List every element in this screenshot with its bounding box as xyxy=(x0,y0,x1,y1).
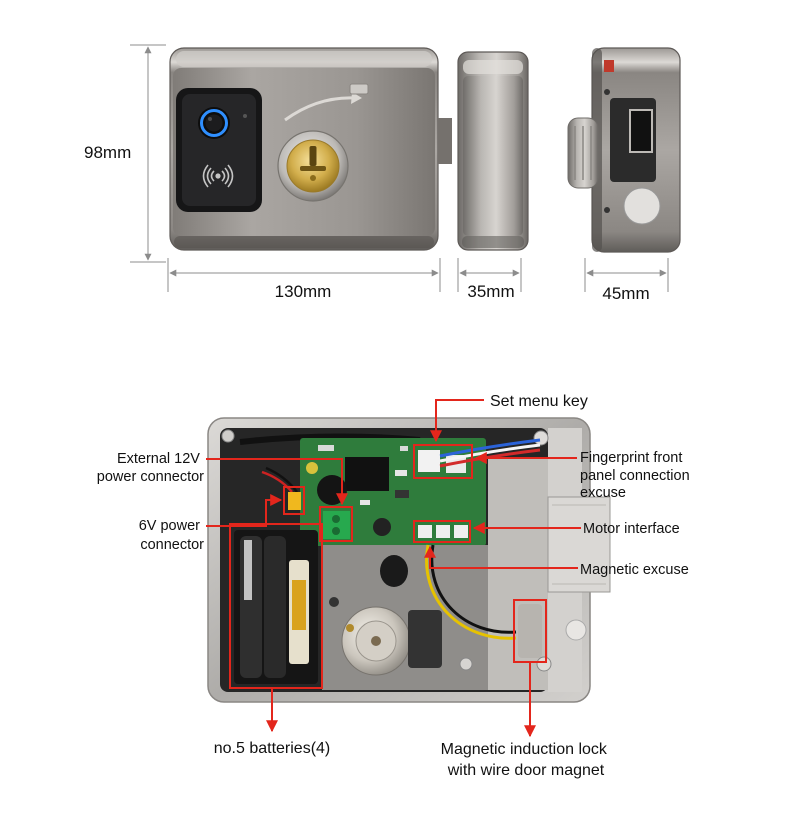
batteries-label: no.5 batteries(4) xyxy=(214,740,331,757)
magnet-wires xyxy=(425,544,517,640)
key-cylinder-icon xyxy=(277,130,349,202)
annotation-magnetic-excuse: Magnetic excuse xyxy=(424,545,689,578)
motor-interface-label: Motor interface xyxy=(583,521,680,537)
svg-text:Fingerprint front panel: Fingerprint front panel connection excus… xyxy=(580,450,694,501)
external-12v-label-line2: power connector xyxy=(97,469,204,485)
mounting-hole xyxy=(380,555,408,587)
fingerprint-panel-label-line3: excuse xyxy=(580,485,626,501)
external-12v-label-line1: External 12V xyxy=(117,451,200,467)
magnetic-excuse-label: Magnetic excuse xyxy=(580,562,689,578)
screw-icon xyxy=(533,430,549,446)
terminal-block-12v xyxy=(323,511,350,539)
magnetic-lock-label-line1: Magnetic induction lock xyxy=(441,741,608,758)
connector-6v xyxy=(261,466,301,510)
dimension-height: 98mm xyxy=(84,44,166,263)
6v-power-label-line1: 6V power xyxy=(139,518,200,534)
svg-text:Magnetic induction lock: Magnetic induction lock with wire door m… xyxy=(441,741,612,779)
fingerprint-panel-label-line2: panel connection xyxy=(580,468,690,484)
dimension-side-depth-label: 35mm xyxy=(467,282,514,301)
annotation-external-12v: External 12V power connector xyxy=(97,451,353,542)
dimension-side-depth: 35mm xyxy=(457,258,522,301)
fingerprint-sensor-icon xyxy=(198,107,230,139)
motor xyxy=(341,606,411,676)
annotation-set-menu-key: Set menu key xyxy=(430,393,588,443)
front-top-bevel xyxy=(176,51,432,67)
battery-pack xyxy=(234,530,318,684)
status-led-icon xyxy=(243,114,247,118)
rfid-card-icon xyxy=(202,164,234,188)
dimension-height-label: 98mm xyxy=(84,143,131,162)
side-view xyxy=(457,51,529,251)
motor-connector xyxy=(418,525,432,538)
magnetic-lock-label-line2: with wire door magnet xyxy=(447,762,605,779)
annotation-6v-power: 6V power connector xyxy=(139,486,305,553)
front-bottom-shade xyxy=(174,236,434,248)
magnet xyxy=(518,604,542,658)
annotation-fingerprint-panel: Fingerprint front panel connection excus… xyxy=(413,444,694,501)
mounting-hole xyxy=(329,597,339,607)
dimension-front-width: 130mm xyxy=(167,258,441,301)
6v-power-label-line2: connector xyxy=(140,537,204,553)
lock-bolt xyxy=(547,496,611,593)
svg-text:External 12V power conne: External 12V power connector xyxy=(97,451,204,485)
screw-icon xyxy=(221,429,235,443)
latch-bolt-stub xyxy=(438,118,452,164)
set-menu-key-label: Set menu key xyxy=(490,393,588,410)
gear-housing xyxy=(408,610,442,668)
motor-connector xyxy=(436,525,450,538)
end-view xyxy=(567,47,681,253)
fingerprint-panel-label-line1: Fingerprint front xyxy=(580,450,682,466)
internal-view xyxy=(207,417,611,703)
annotation-magnetic-lock: Magnetic induction lock with wire door m… xyxy=(441,599,612,779)
front-view xyxy=(169,47,452,251)
brand-swoosh-icon xyxy=(284,83,369,122)
screw-icon xyxy=(565,619,587,641)
fingerprint-panel xyxy=(176,88,262,212)
annotation-motor-interface: Motor interface xyxy=(413,520,680,543)
screw-icon xyxy=(536,656,552,672)
set-key-connector xyxy=(418,450,440,472)
screw-icon xyxy=(459,657,473,671)
motor-connector xyxy=(454,525,468,538)
annotation-batteries: no.5 batteries(4) xyxy=(214,523,331,757)
dimension-end-width-label: 45mm xyxy=(602,284,649,303)
dimension-end-width: 45mm xyxy=(584,258,669,303)
dimension-front-width-label: 130mm xyxy=(275,282,332,301)
svg-text:6V power connector: 6V power connector xyxy=(139,518,204,553)
